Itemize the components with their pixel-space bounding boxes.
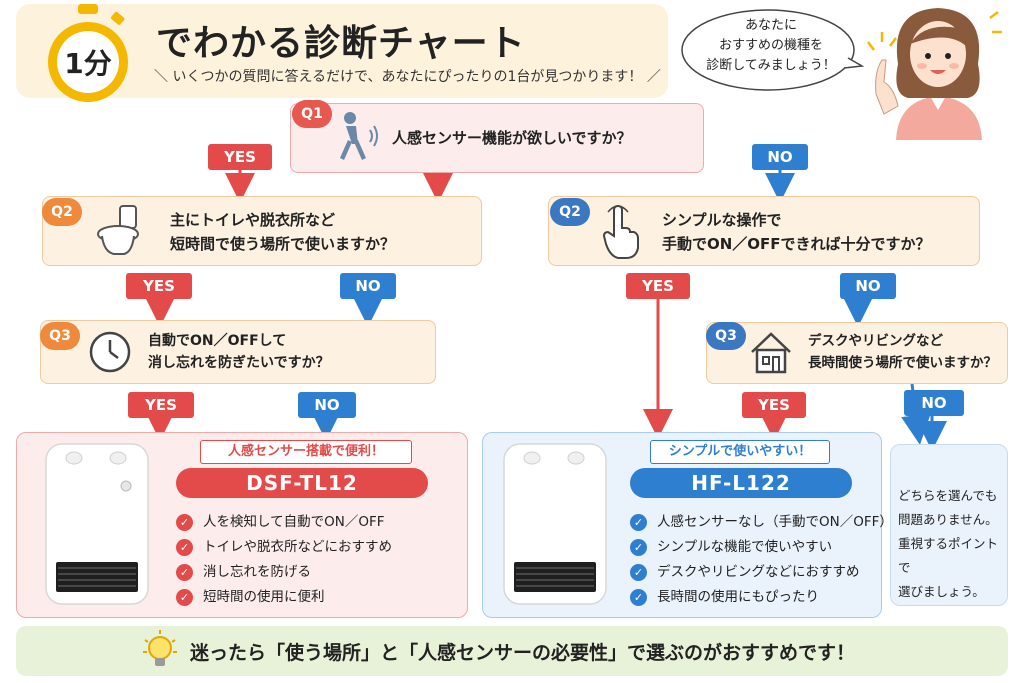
result-3-line: どちらを選んでも: [898, 488, 998, 503]
result-1-feature: ✓ トイレや脱衣所などにおすすめ: [176, 535, 392, 559]
result-3-line: 重視するポイントで: [898, 536, 999, 575]
q2-right-no-label: NO: [840, 273, 896, 299]
check-icon: ✓: [630, 513, 647, 531]
feature-text: デスクやリビングなどにおすすめ: [657, 564, 860, 580]
house-icon: [751, 332, 791, 374]
question-line: 自動でON／OFFして: [148, 333, 287, 349]
result-1-feature: ✓ 消し忘れを防げる: [176, 560, 311, 584]
question-2-left-text: 主にトイレや脱衣所など 短時間で使う場所で使いますか？: [170, 208, 395, 256]
result-2-feature: ✓ 長時間の使用にもぴったり: [630, 585, 819, 609]
question-1-text: 人感センサー機能が欲しいですか？: [392, 129, 632, 147]
question-line: デスクやリビングなど: [808, 333, 943, 349]
result-3-text: どちらを選んでも 問題ありません。 重視するポイントで 選びましょう。: [898, 484, 1006, 604]
result-1-tagline: 人感センサー搭載で便利！: [200, 440, 412, 464]
result-2-feature: ✓ シンプルな機能で使いやすい: [630, 535, 832, 559]
feature-text: 消し忘れを防げる: [203, 564, 311, 580]
q1-yes-label: YES: [208, 144, 272, 170]
speech-bubble: [681, 9, 865, 91]
check-icon: ✓: [176, 588, 193, 606]
result-3-line: 選びましょう。: [898, 584, 985, 599]
woman-pointing-illustration: [867, 8, 1002, 140]
feature-text: シンプルな機能で使いやすい: [657, 539, 833, 555]
heater-product-image: [45, 443, 149, 605]
question-1-badge: Q1: [292, 100, 332, 128]
result-3-line: 問題ありません。: [898, 512, 998, 527]
result-2-feature: ✓ 人感センサーなし（手動でON／OFF）: [630, 510, 893, 534]
lightbulb-icon: [143, 630, 177, 666]
q3-left-yes-label: YES: [128, 392, 194, 418]
question-line: 短時間で使う場所で使いますか？: [170, 235, 396, 253]
bubble-line: おすすめの機種を: [718, 38, 823, 53]
feature-text: 人感センサーなし（手動でON／OFF）: [657, 514, 893, 530]
feature-text: トイレや脱衣所などにおすすめ: [203, 539, 392, 555]
page-subtitle: ＼ いくつかの質問に答えるだけで、あなたにぴったりの1台が見つかります！ ／: [154, 69, 661, 85]
feature-text: 人を検知して自動でON／OFF: [203, 514, 385, 530]
walking-person-icon: [340, 112, 378, 160]
toilet-icon: [97, 205, 139, 255]
question-3-left-text: 自動でON／OFFして 消し忘れを防ぎたいですか？: [148, 330, 330, 374]
q3-left-no-label: NO: [298, 392, 356, 418]
result-1-feature: ✓ 人を検知して自動でON／OFF: [176, 510, 384, 534]
question-line: シンプルな操作で: [662, 211, 782, 229]
check-icon: ✓: [176, 563, 193, 581]
q3-right-no-label: NO: [904, 390, 964, 416]
question-2-right-text: シンプルな操作で 手動でON／OFFできれば十分ですか？: [662, 208, 931, 256]
result-2-model-name: HF-L122: [630, 468, 852, 498]
q2-left-no-label: NO: [340, 273, 396, 299]
check-icon: ✓: [630, 538, 647, 556]
question-line: 手動でON／OFFできれば十分ですか？: [662, 235, 931, 253]
timer-label: 1分: [64, 47, 111, 80]
question-2-right-badge: Q2: [550, 198, 590, 226]
speech-bubble-text: あなたに おすすめの機種を 診断してみましょう！: [690, 16, 852, 76]
q2-right-yes-label: YES: [626, 273, 690, 299]
question-3-right-text: デスクやリビングなど 長時間使う場所で使いますか？: [808, 330, 997, 374]
result-2-tagline: シンプルで使いやすい！: [650, 440, 830, 464]
question-1-box: [290, 103, 704, 173]
heater-product-image: [503, 443, 607, 605]
advice-text: 迷ったら「使う場所」と「人感センサーの必要性」で選ぶのがおすすめです！: [190, 642, 856, 664]
question-3-right-badge: Q3: [706, 322, 746, 350]
result-1-feature: ✓ 短時間の使用に便利: [176, 585, 325, 609]
check-icon: ✓: [176, 513, 193, 531]
q3-right-yes-label: YES: [742, 392, 806, 418]
tap-hand-icon: [602, 204, 639, 259]
feature-text: 長時間の使用にもぴったり: [657, 589, 819, 605]
question-line: 消し忘れを防ぎたいですか？: [148, 355, 330, 371]
bubble-line: あなたに: [744, 18, 797, 33]
result-card-either: [890, 444, 1008, 606]
question-3-left-badge: Q3: [40, 322, 80, 350]
q1-no-label: NO: [752, 144, 808, 170]
check-icon: ✓: [630, 588, 647, 606]
question-line: 主にトイレや脱衣所など: [170, 211, 336, 229]
question-line: 長時間使う場所で使いますか？: [808, 355, 997, 371]
clock-icon: [89, 331, 131, 373]
page-title: でわかる診断チャート: [156, 23, 526, 64]
advice-banner: [16, 626, 1008, 676]
question-2-left-badge: Q2: [42, 198, 82, 226]
q2-left-yes-label: YES: [126, 273, 192, 299]
result-1-model-name: DSF-TL12: [176, 468, 428, 498]
stopwatch-icon: 1分: [48, 4, 128, 102]
result-2-feature: ✓ デスクやリビングなどにおすすめ: [630, 560, 860, 584]
check-icon: ✓: [630, 563, 647, 581]
bubble-line: 診断してみましょう！: [706, 58, 836, 73]
check-icon: ✓: [176, 538, 193, 556]
feature-text: 短時間の使用に便利: [203, 589, 325, 605]
